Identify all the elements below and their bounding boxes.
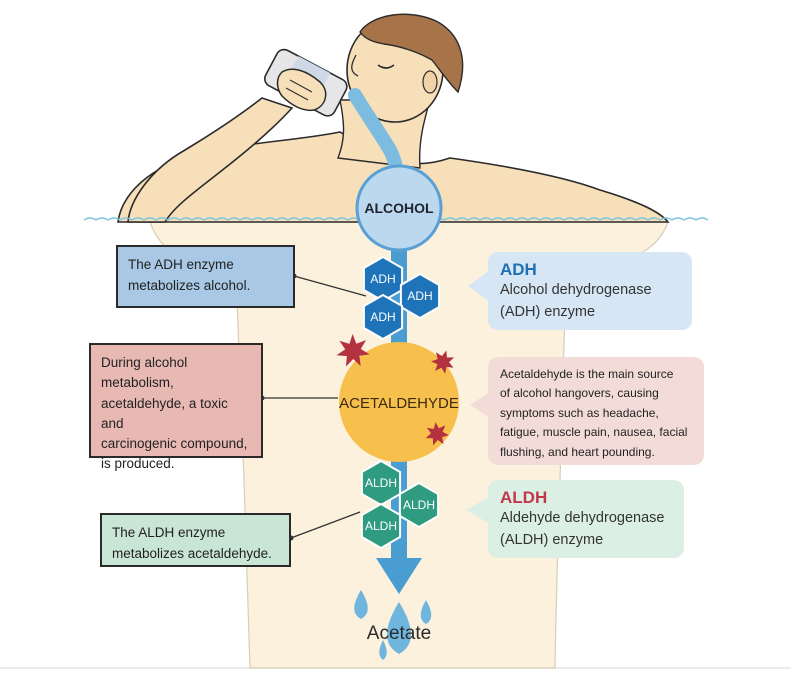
acetate-label: Acetate: [367, 623, 431, 644]
aldh-note-box: The ALDH enzyme metabolizes acetaldehyde…: [100, 513, 291, 567]
toxic-spike-icon: [431, 350, 455, 374]
alcohol-circle: [355, 164, 443, 252]
bubble-tail: [468, 270, 490, 302]
hair: [359, 13, 464, 94]
aldh-info-bubble: ALDH Aldehyde dehydrogenase (ALDH) enzym…: [488, 480, 684, 558]
aldh-hexagon: ALDH: [360, 502, 402, 550]
toxic-spike-icon: [425, 422, 449, 446]
aldh-label: ALDH: [365, 519, 397, 533]
acetate-drop-icon: [387, 602, 411, 654]
hangover-info-bubble: Acetaldehyde is the main source of alcoh…: [488, 357, 704, 465]
adh-note-box: The ADH enzyme metabolizes alcohol.: [116, 245, 295, 308]
bubble-tail: [466, 496, 490, 524]
adh-info-bubble: ADH Alcohol dehydrogenase (ADH) enzyme: [488, 252, 692, 330]
adh-label: ADH: [407, 289, 432, 303]
aldh-hexagon: ALDH: [398, 481, 440, 529]
aldh-hexagon: ALDH: [360, 459, 402, 507]
aldh-description: Aldehyde dehydrogenase (ALDH) enzyme: [500, 510, 665, 549]
alcohol-label: ALCOHOL: [364, 200, 434, 216]
bubble-tail: [470, 392, 490, 418]
connector-line: [290, 511, 361, 539]
connector-line: [293, 275, 367, 297]
adh-hexagon: ADH: [399, 272, 441, 320]
closed-eye: [377, 64, 395, 69]
adh-label: ADH: [370, 272, 395, 286]
raised-arm: [127, 97, 294, 223]
aldh-label: ALDH: [403, 498, 435, 512]
adh-description: Alcohol dehydrogenase (ADH) enzyme: [500, 282, 652, 321]
adh-hexagon: ADH: [362, 293, 404, 341]
toxic-note-box: During alcohol metabolism, acetaldehyde,…: [89, 343, 263, 471]
ear: [422, 70, 438, 94]
toxic-spike-icon: [336, 334, 370, 367]
acetate-drop-icon: [379, 640, 387, 660]
adh-title: ADH: [500, 260, 537, 279]
acetaldehyde-circle: [339, 342, 459, 462]
acetaldehyde-label: ACETALDEHYDE: [339, 395, 459, 412]
pathway-arrowhead: [376, 558, 422, 594]
hand: [276, 68, 327, 112]
acetate-drop-icon: [354, 590, 368, 619]
hangover-description: Acetaldehyde is the main source of alcoh…: [500, 367, 688, 459]
acetate-drop-icon: [420, 600, 432, 624]
aldh-title: ALDH: [500, 488, 548, 507]
nose: [351, 54, 359, 77]
aldh-label: ALDH: [365, 476, 397, 490]
adh-label: ADH: [370, 310, 395, 324]
